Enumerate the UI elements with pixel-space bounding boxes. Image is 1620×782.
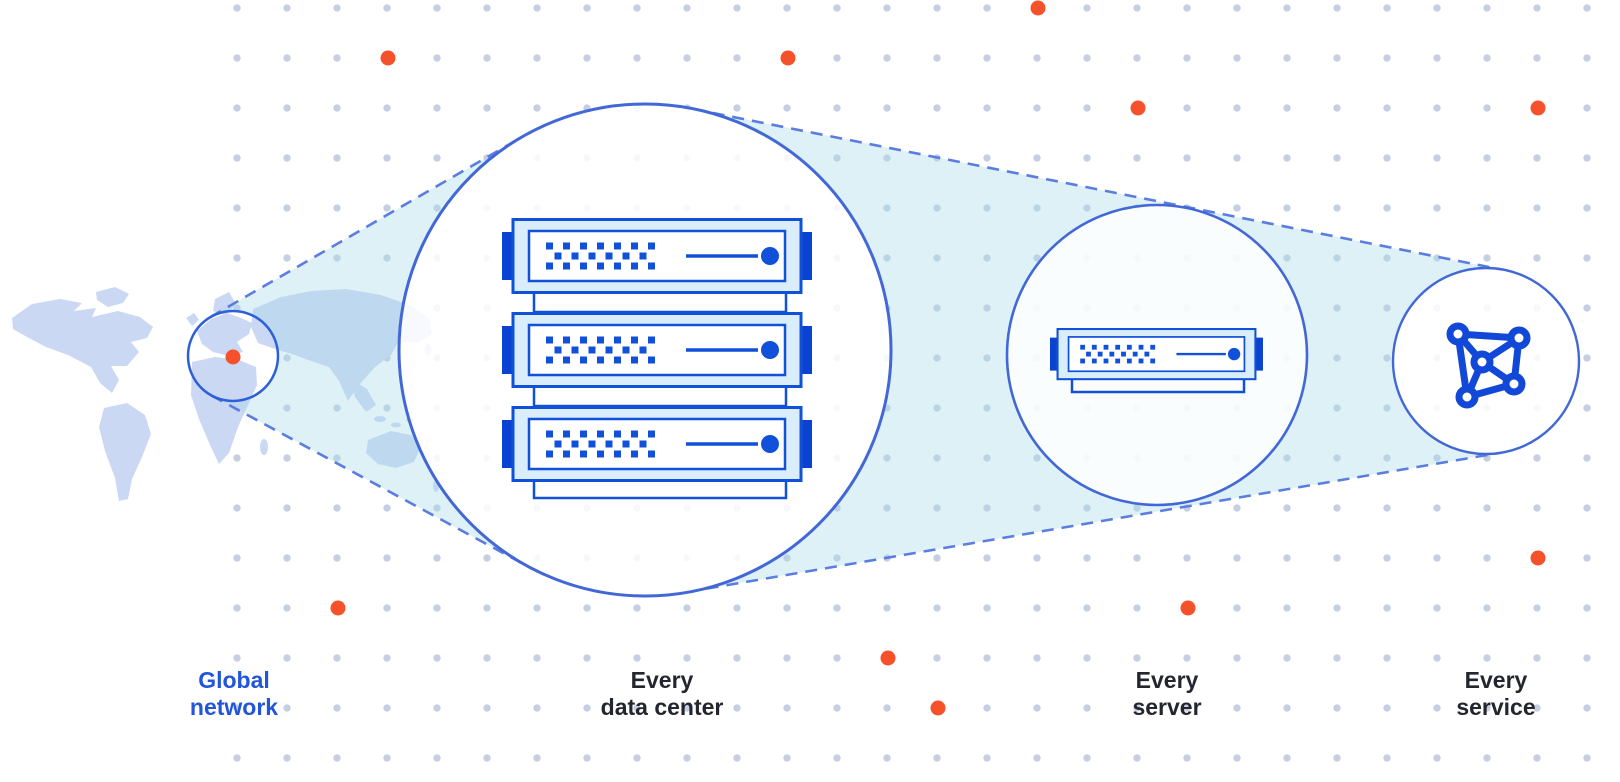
- label-line: service: [1456, 694, 1536, 720]
- map-zoom-circle: [186, 309, 280, 403]
- accent-dot: [1030, 0, 1046, 16]
- label-every-server: Every server: [1132, 667, 1201, 721]
- accent-dot: [780, 50, 796, 66]
- zoom-beam-map-to-datacenter: [210, 137, 528, 567]
- network-mesh-icon: [1446, 322, 1531, 409]
- accent-dot: [1130, 100, 1146, 116]
- label-line: server: [1132, 694, 1202, 720]
- label-every-service: Every service: [1456, 667, 1535, 721]
- label-line: data center: [600, 694, 724, 720]
- label-line: Every: [630, 667, 694, 693]
- label-line: Every: [1464, 667, 1528, 693]
- accent-dot: [1180, 600, 1196, 616]
- label-every-data-center: Every data center: [601, 667, 724, 721]
- accent-dot: [330, 600, 346, 616]
- accent-dot: [1530, 100, 1546, 116]
- accent-dot: [1530, 550, 1546, 566]
- server-icon: [1048, 327, 1265, 394]
- label-line: Every: [1135, 667, 1199, 693]
- label-global-network: Global network: [190, 667, 278, 721]
- zoom-beam-dashed-edges: [209, 107, 1505, 594]
- accent-dot: [930, 700, 946, 716]
- server-rack-icon: [500, 217, 814, 500]
- accent-dot: [380, 50, 396, 66]
- accent-dot: [880, 650, 896, 666]
- location-dot-icon: [225, 349, 241, 365]
- label-line: Global: [198, 667, 270, 693]
- label-line: network: [189, 694, 279, 720]
